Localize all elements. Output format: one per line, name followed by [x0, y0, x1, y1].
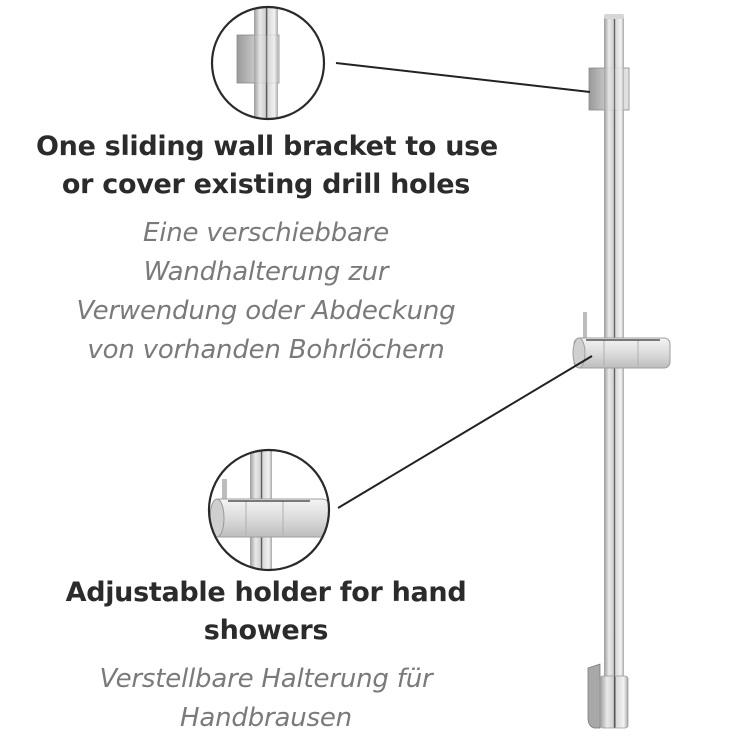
caption-line: showers	[203, 615, 329, 646]
wall-bracket	[588, 66, 630, 112]
bracket-caption-german: Eine verschiebbare Wandhalterung zur Ver…	[36, 214, 496, 370]
caption-line: Wandhalterung zur	[143, 257, 389, 287]
caption-line: Eine verschiebbare	[142, 218, 390, 248]
caption-line: Handbrausen	[180, 703, 352, 733]
hand-shower-holder	[572, 312, 671, 369]
holder-detail-magnifier	[207, 448, 331, 572]
caption-line: or cover existing drill holes	[61, 169, 471, 200]
bottom-wall-bracket	[587, 663, 629, 729]
holder-caption-english: Adjustable holder for hand showers	[36, 574, 496, 650]
leader-line-bracket	[335, 62, 591, 93]
caption-line: von vorhanden Bohrlöchern	[87, 335, 445, 365]
bracket-callout: One sliding wall bracket to use or cover…	[36, 128, 498, 370]
caption-line: Verstellbare Halterung für	[99, 664, 433, 694]
caption-line: Adjustable holder for hand	[65, 577, 467, 608]
holder-callout: Adjustable holder for hand showers Verst…	[36, 574, 496, 738]
leader-line-holder	[337, 355, 593, 509]
bracket-caption-english: One sliding wall bracket to use or cover…	[36, 128, 498, 204]
caption-line: One sliding wall bracket to use	[36, 131, 498, 162]
holder-caption-german: Verstellbare Halterung für Handbrausen	[36, 660, 496, 738]
bracket-detail-magnifier	[210, 5, 326, 121]
caption-line: Verwendung oder Abdeckung	[76, 296, 456, 326]
